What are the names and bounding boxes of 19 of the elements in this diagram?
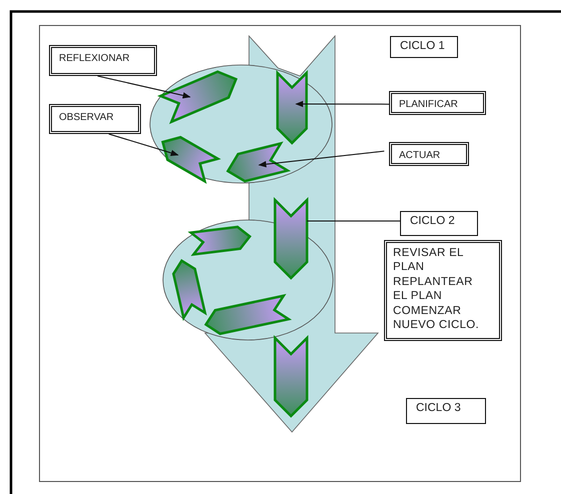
text-box: CICLO 1 bbox=[390, 36, 458, 58]
chevron-shape bbox=[188, 226, 252, 256]
chevron-shape bbox=[157, 70, 238, 124]
text-box: ACTUAR bbox=[389, 142, 469, 166]
text-box: REVISAR EL PLAN REPLANTEAR EL PLAN COMENZAR NUEVO CICLO. bbox=[384, 240, 502, 341]
leader-arrow bbox=[97, 76, 191, 99]
leader-arrow bbox=[108, 134, 179, 156]
chevron-shape bbox=[204, 294, 292, 336]
text-box: CICLO 3 bbox=[406, 398, 486, 424]
leader-arrow bbox=[295, 100, 390, 108]
text-box: CICLO 2 bbox=[400, 211, 478, 236]
text-box: PLANIFICAR bbox=[389, 91, 486, 115]
chevron-shape bbox=[172, 259, 207, 321]
chevron-shape bbox=[226, 141, 291, 183]
text-box: REFLEXIONAR bbox=[49, 45, 157, 76]
chevron-shape bbox=[161, 136, 221, 184]
text-box: OBSERVAR bbox=[49, 104, 141, 134]
leader-arrow bbox=[258, 150, 385, 168]
leader-line bbox=[306, 220, 400, 222]
